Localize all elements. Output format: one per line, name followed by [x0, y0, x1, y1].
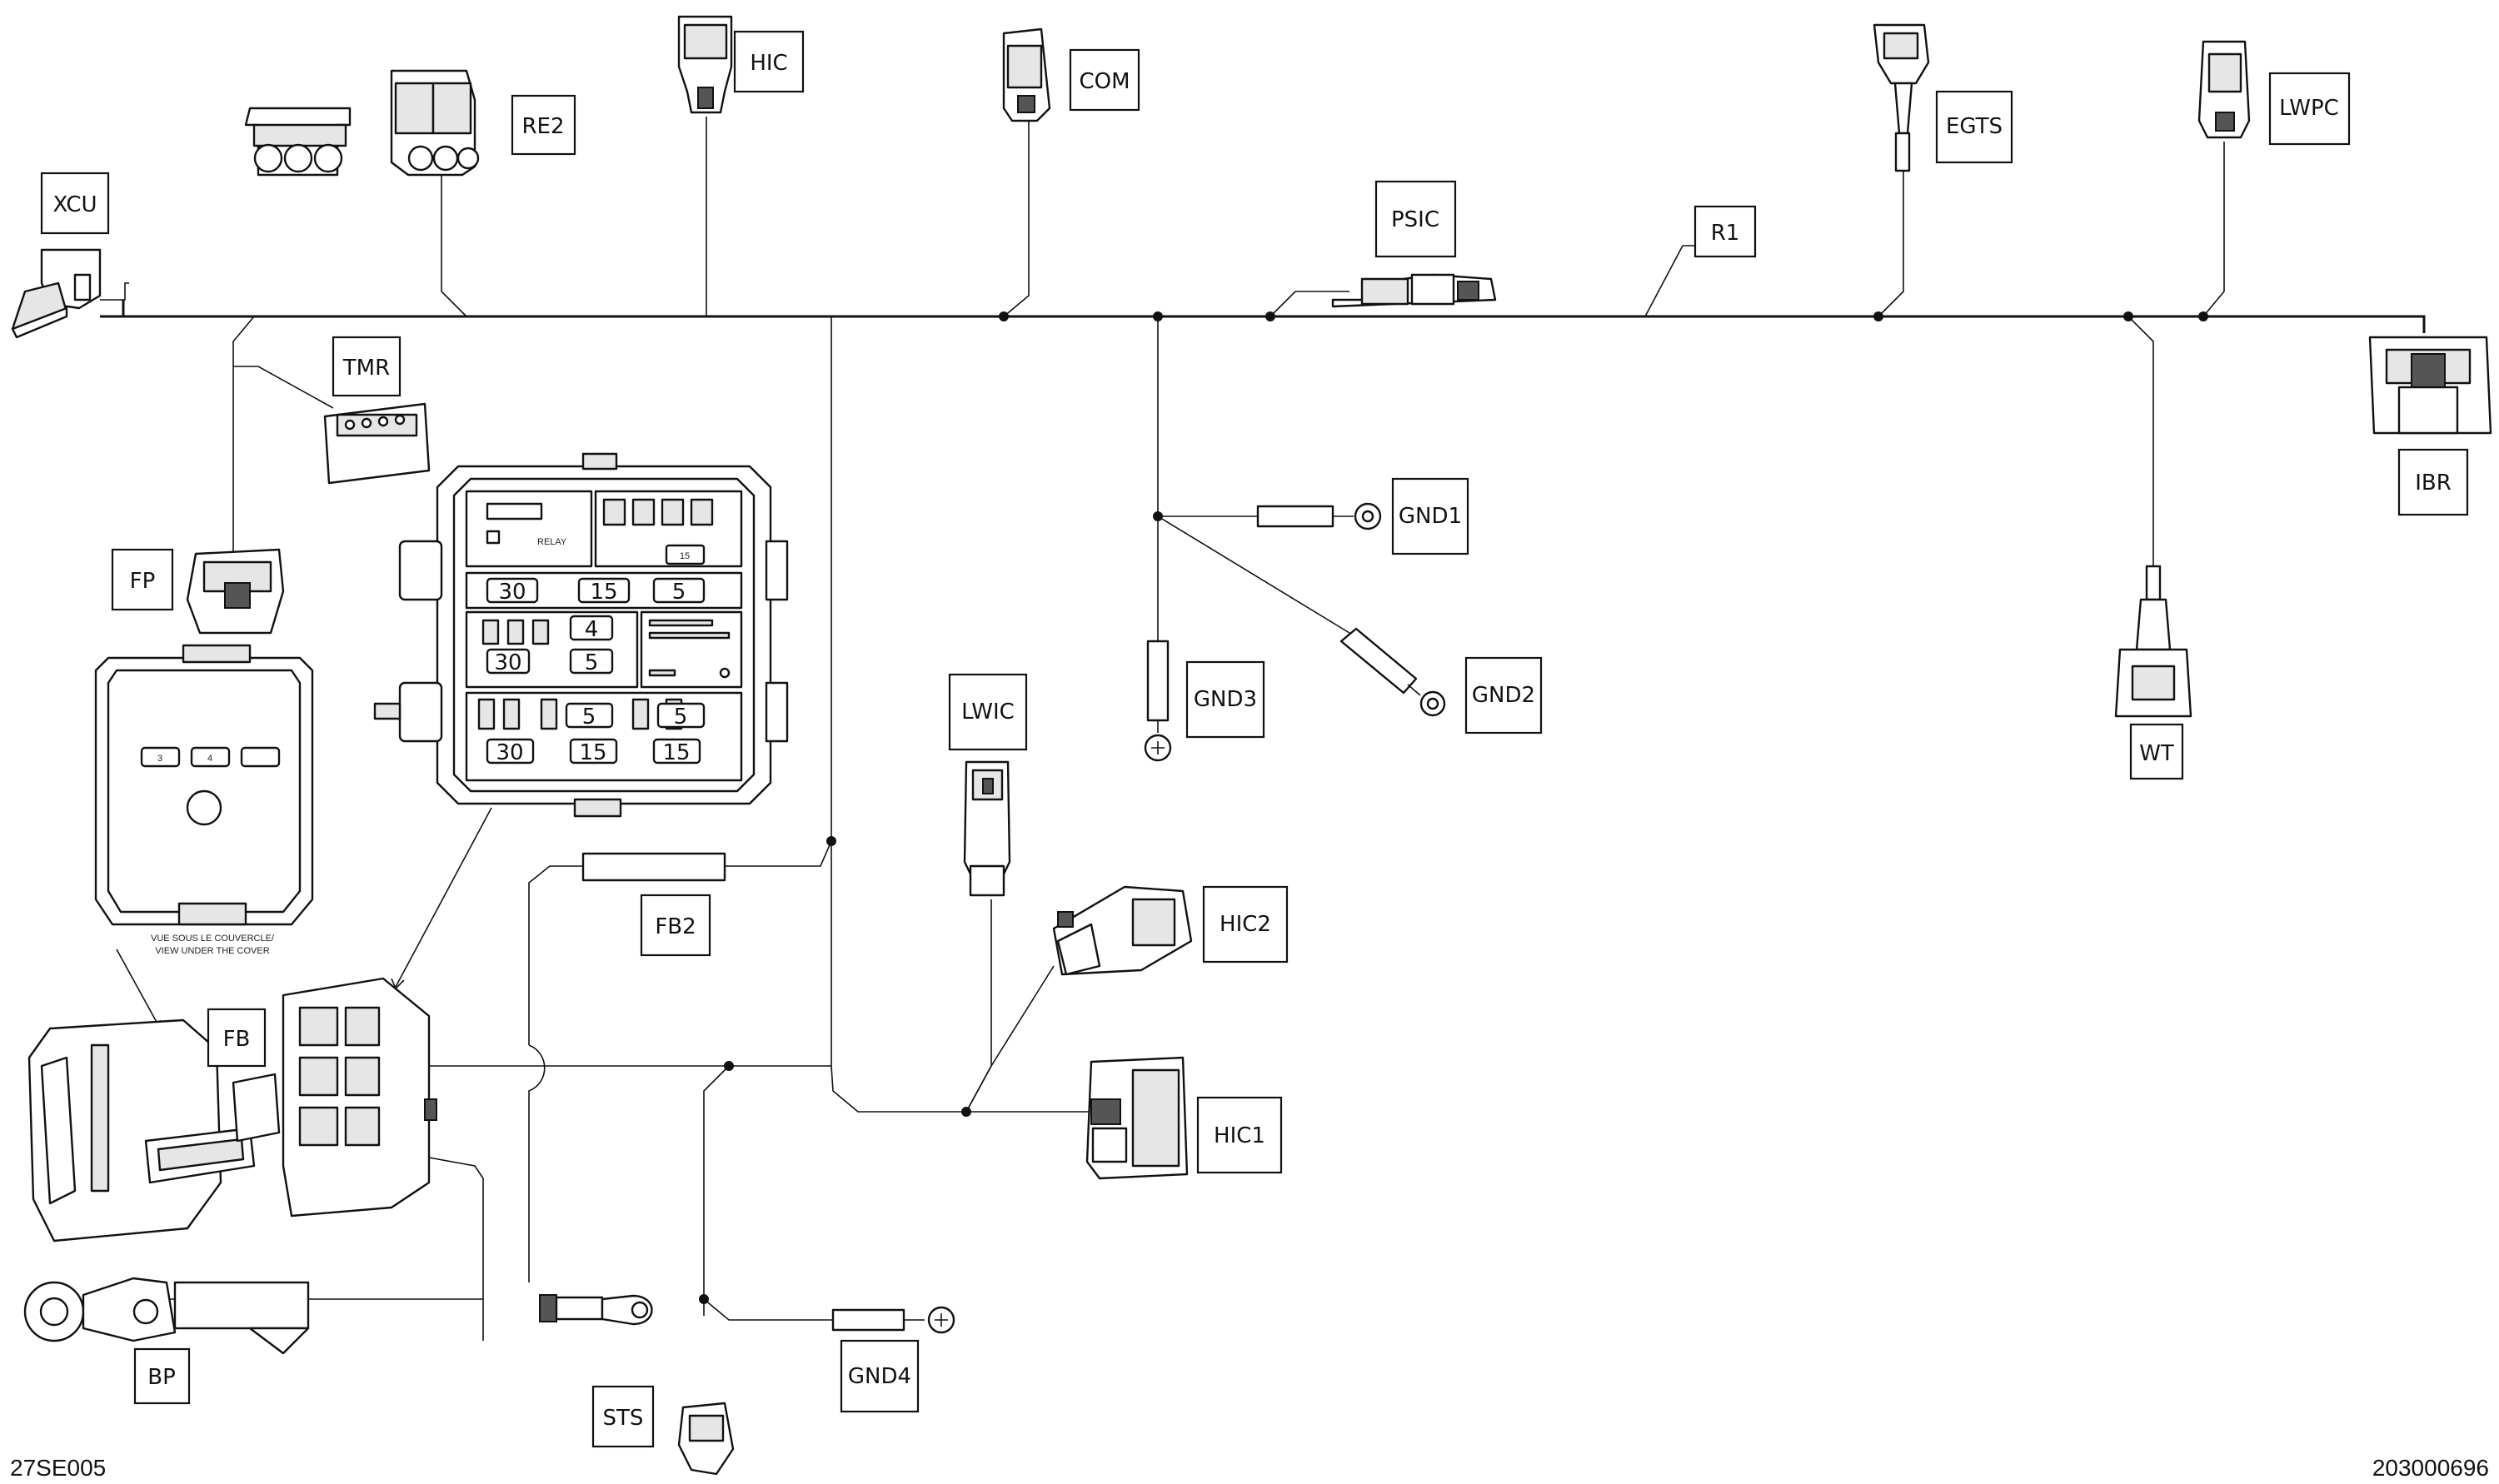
wt-label-box — [2129, 723, 2184, 780]
hic2-label: HIC2 — [1220, 912, 1271, 937]
fb2-ring-terminal — [539, 1294, 653, 1326]
fuse-30-c: 30 — [496, 740, 523, 765]
cover-fuse-4: 4 — [207, 754, 212, 764]
lwic-connector — [963, 760, 1011, 897]
gnd4-label-box — [840, 1339, 920, 1413]
fuse-15-b: 15 — [579, 740, 606, 765]
gnd4-label: GND4 — [848, 1364, 911, 1389]
xcu-label: XCU — [52, 192, 97, 217]
ibr-label: IBR — [2415, 471, 2452, 495]
hic2-connector — [1052, 885, 1193, 976]
fuse-5-d: 5 — [674, 705, 688, 730]
lwic-label-box — [948, 673, 1028, 751]
hic1-label: HIC1 — [1214, 1123, 1265, 1148]
main-harness-trunk — [100, 117, 2426, 1341]
fb2-label: FB2 — [655, 914, 696, 939]
egts-label: EGTS — [1946, 114, 2003, 139]
lwic-label: LWIC — [961, 700, 1015, 725]
tmr-label-box — [332, 336, 402, 397]
gnd3-label-box — [1185, 660, 1265, 739]
fb2-fuse — [581, 852, 726, 882]
gnd3-label: GND3 — [1194, 687, 1257, 712]
re2-connector — [244, 69, 480, 177]
com-connector — [1002, 27, 1051, 122]
fb-label-box — [207, 1008, 267, 1068]
fuse-box-open: RELAY 15 30 15 5 30 4 5 — [373, 452, 789, 818]
r1-label: R1 — [1711, 221, 1740, 246]
bp-label-box — [133, 1347, 191, 1405]
cover-note-line1: VUE SOUS LE COUVERCLE/ — [151, 934, 275, 944]
sts-label: STS — [603, 1406, 644, 1431]
ibr-label-box — [2397, 448, 2469, 516]
fuse-30-b: 30 — [494, 650, 521, 675]
wt-sensor — [2114, 565, 2192, 718]
fp-label-box — [111, 548, 174, 611]
fuse-box-cover: 3 4 — [94, 644, 314, 926]
fuse-15-top: 15 — [680, 551, 690, 561]
junction-dots — [699, 311, 2208, 1304]
egts-sensor — [1873, 23, 1930, 172]
gnd2-label: GND2 — [1472, 683, 1535, 708]
egts-label-box — [1935, 90, 2013, 164]
hic-label: HIC — [750, 51, 787, 76]
lwpc-label-box — [2268, 72, 2351, 146]
psic-label-box — [1374, 180, 1457, 258]
fuse-15-c: 15 — [662, 740, 690, 765]
gnd2-label-box — [1464, 656, 1543, 735]
com-label: COM — [1079, 69, 1130, 94]
lwpc-label: LWPC — [2279, 96, 2339, 121]
r1-label-box — [1693, 205, 1757, 258]
re2-label-box — [511, 94, 576, 156]
fuse-5-c: 5 — [582, 705, 596, 730]
bp-terminal — [23, 1277, 310, 1355]
gnd2-ring-terminal — [1339, 627, 1446, 717]
sts-label-box — [591, 1385, 655, 1448]
footer-left-code: 27SE005 — [10, 1455, 106, 1481]
bp-label: BP — [147, 1365, 176, 1390]
hic-connector — [677, 15, 733, 114]
sts-sensor — [677, 1402, 735, 1476]
gnd1-label-box — [1391, 477, 1469, 555]
xcu-label-box — [40, 172, 110, 235]
relay-label: RELAY — [537, 537, 567, 547]
com-label-box — [1069, 48, 1140, 112]
lwpc-connector — [2197, 40, 2251, 139]
gnd4-ring-terminal — [831, 1306, 955, 1334]
fb2-label-box — [640, 894, 711, 957]
psic-connector — [1331, 273, 1497, 308]
gnd1-ring-terminal — [1256, 502, 1382, 530]
fp-label: FP — [130, 569, 156, 594]
cover-fuse-3: 3 — [157, 754, 162, 764]
fuse-5-a: 5 — [672, 580, 686, 605]
hic2-label-box — [1202, 885, 1289, 964]
re2-label: RE2 — [521, 114, 564, 139]
wt-label: WT — [2139, 741, 2174, 766]
gnd1-label: GND1 — [1399, 504, 1462, 529]
tmr-label: TMR — [342, 356, 390, 381]
ibr-connector — [2368, 336, 2492, 435]
hic1-label-box — [1196, 1096, 1283, 1174]
fp-connector — [186, 548, 285, 635]
fuse-30-a: 30 — [498, 580, 526, 605]
fuse-5-b: 5 — [585, 650, 599, 675]
hic-label-box — [733, 30, 805, 93]
gnd3-ring-terminal — [1144, 640, 1172, 762]
fuse-4: 4 — [585, 617, 599, 642]
tmr-connector — [323, 402, 431, 485]
hic1-connector — [1085, 1056, 1189, 1180]
cover-note-line2: VIEW UNDER THE COVER — [155, 946, 269, 956]
fuse-15-a: 15 — [590, 580, 617, 605]
footer-right-code: 203000696 — [2372, 1455, 2489, 1481]
xcu-connector — [11, 248, 129, 339]
psic-label: PSIC — [1391, 207, 1439, 232]
fb-label: FB — [223, 1027, 251, 1052]
fb-housing — [27, 977, 437, 1242]
